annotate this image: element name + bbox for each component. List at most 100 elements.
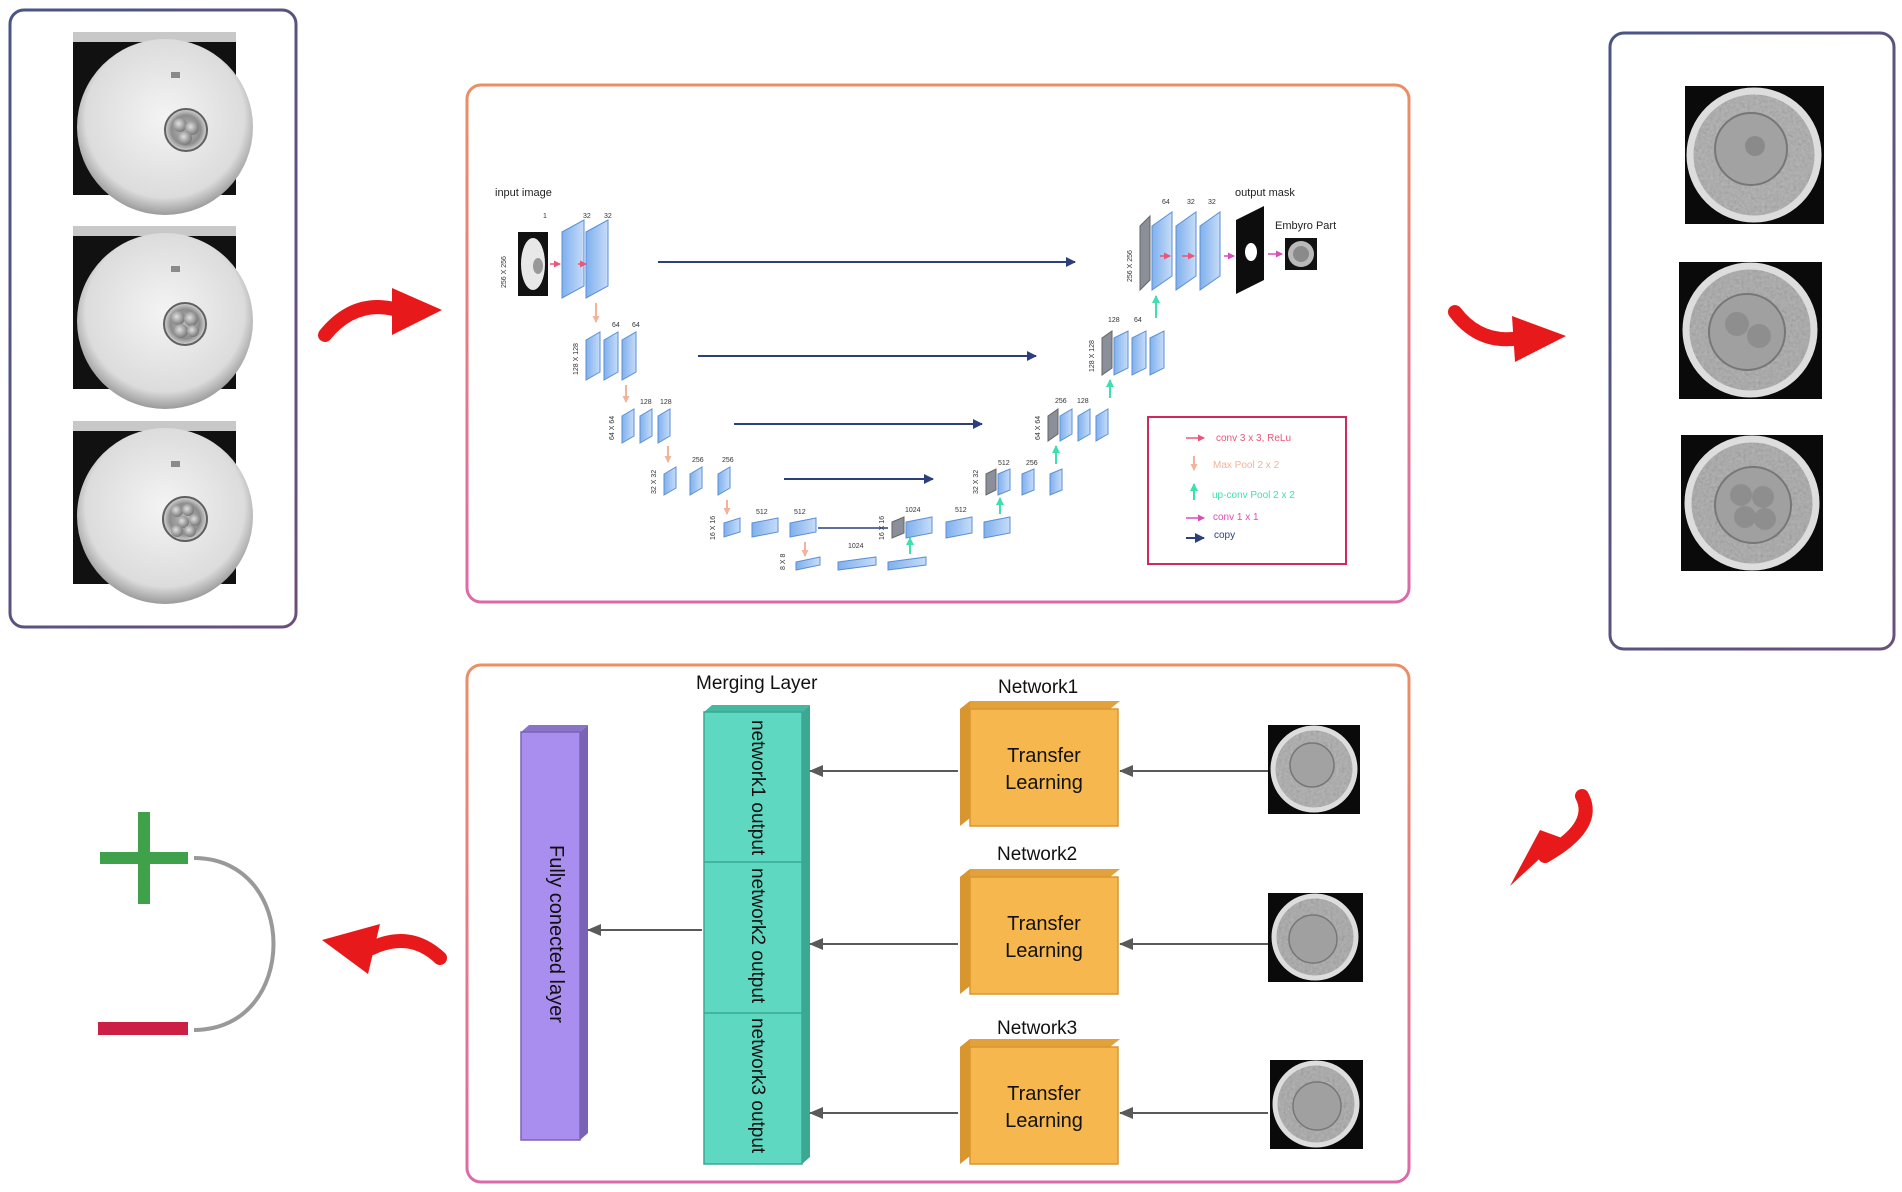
unet-block [887,556,927,571]
unet-block [997,468,1011,496]
unet-block [639,408,653,444]
legend-conv-label: conv 3 x 3, ReLu [1216,433,1291,444]
channel-label: 128 [1077,398,1089,405]
classification-outcome [98,812,276,1035]
dim-label: 128 X 128 [573,343,580,375]
unet-block [689,466,703,496]
unet-block [1095,408,1109,442]
unet-block [1077,408,1091,442]
dim-label: 64 X 64 [609,416,616,440]
unet-block [621,331,637,381]
segmented-embryo-image-1 [1685,86,1824,224]
unet-block [751,517,779,538]
channel-label: 512 [756,509,768,516]
input-images-panel [8,8,298,629]
classifier-input-image-2 [1268,893,1363,982]
outcome-bracket [193,856,276,1032]
merge-output-label-2: network2 output [747,868,768,1004]
unet-block [1049,468,1063,496]
unet-output-mask [1236,206,1264,294]
network-title-2: Network2 [997,844,1077,865]
dim-label: 32 X 32 [973,470,980,494]
dim-label: 256 X 256 [501,256,508,288]
merge-output-label-3: network3 output [747,1018,768,1154]
channel-label: 512 [998,460,1010,467]
channel-label: 128 [640,399,652,406]
unet-embryo-label: Embyro Part [1275,220,1336,232]
channel-label: 512 [794,509,806,516]
channel-label: 256 [692,457,704,464]
curved-arrow-icon [1448,305,1566,362]
segmented-embryo-image-2 [1679,262,1822,399]
minus-icon [98,1022,188,1035]
unet-block [1059,408,1073,442]
unet-output-label: output mask [1235,187,1295,199]
unet-input-thumbnail [518,232,548,296]
unet-block [723,517,741,538]
channel-label: 64 [632,322,640,329]
channel-label: 1024 [848,543,864,550]
unet-block [1101,330,1113,376]
curved-arrow-icon [318,288,442,342]
input-microscopy-image-2 [73,226,253,409]
unet-block [1021,468,1035,496]
legend-conv1x1-label: conv 1 x 1 [1213,512,1259,523]
curved-arrow-icon [322,924,447,974]
unet-block [983,516,1011,539]
channel-label: 512 [955,507,967,514]
unet-block [789,517,817,538]
dim-label: 16 X 16 [710,516,717,540]
unet-block [795,556,821,571]
legend-maxpool-label: Max Pool 2 x 2 [1213,460,1280,471]
network-title-3: Network3 [997,1018,1077,1039]
unet-block [1113,330,1129,376]
unet-embryo-thumbnail [1285,238,1317,270]
unet-block [603,331,619,381]
channel-label: 32 [604,213,612,220]
unet-block [891,516,905,539]
channel-label: 64 [612,322,620,329]
unet-block [561,219,585,299]
unet-input-label: input image [495,187,552,199]
unet-block [837,556,877,571]
unet-block [585,331,601,381]
unet-block [1175,211,1197,291]
segmented-embryo-image-3 [1681,435,1823,571]
legend-copy-label: copy [1214,530,1235,541]
segmented-images-panel [1608,31,1896,651]
unet-block [1139,214,1151,292]
dim-label: 8 X 8 [780,554,787,570]
channel-label: 256 [1055,398,1067,405]
input-microscopy-image-1 [73,32,253,215]
curved-arrow-icon [1510,789,1593,886]
unet-block [905,516,933,539]
channel-label: 32 [583,213,591,220]
merge-output-label-1: network1 output [747,720,768,856]
unet-panel [465,83,1411,604]
unet-block [1149,330,1165,376]
dim-label: 32 X 32 [651,470,658,494]
channel-label: 32 [1208,199,1216,206]
channel-label: 256 [1026,460,1038,467]
merging-layer: network1 output network2 output network3… [703,705,810,1165]
dim-label: 128 X 128 [1089,340,1096,372]
channel-label: 128 [660,399,672,406]
unet-block [945,516,973,539]
dim-label: 256 X 256 [1127,250,1134,282]
unet-block [621,408,635,444]
fully-connected-label: Fully conected layer [545,845,567,1023]
merging-layer-label: Merging Layer [696,673,818,694]
channel-label: 1 [543,213,547,220]
classifier-panel [465,663,1411,1184]
classifier-input-image-1 [1268,725,1360,814]
channel-label: 128 [1108,317,1120,324]
fully-connected-layer: Fully conected layer [520,725,588,1141]
unet-block [663,466,677,496]
unet-block [1047,408,1059,442]
